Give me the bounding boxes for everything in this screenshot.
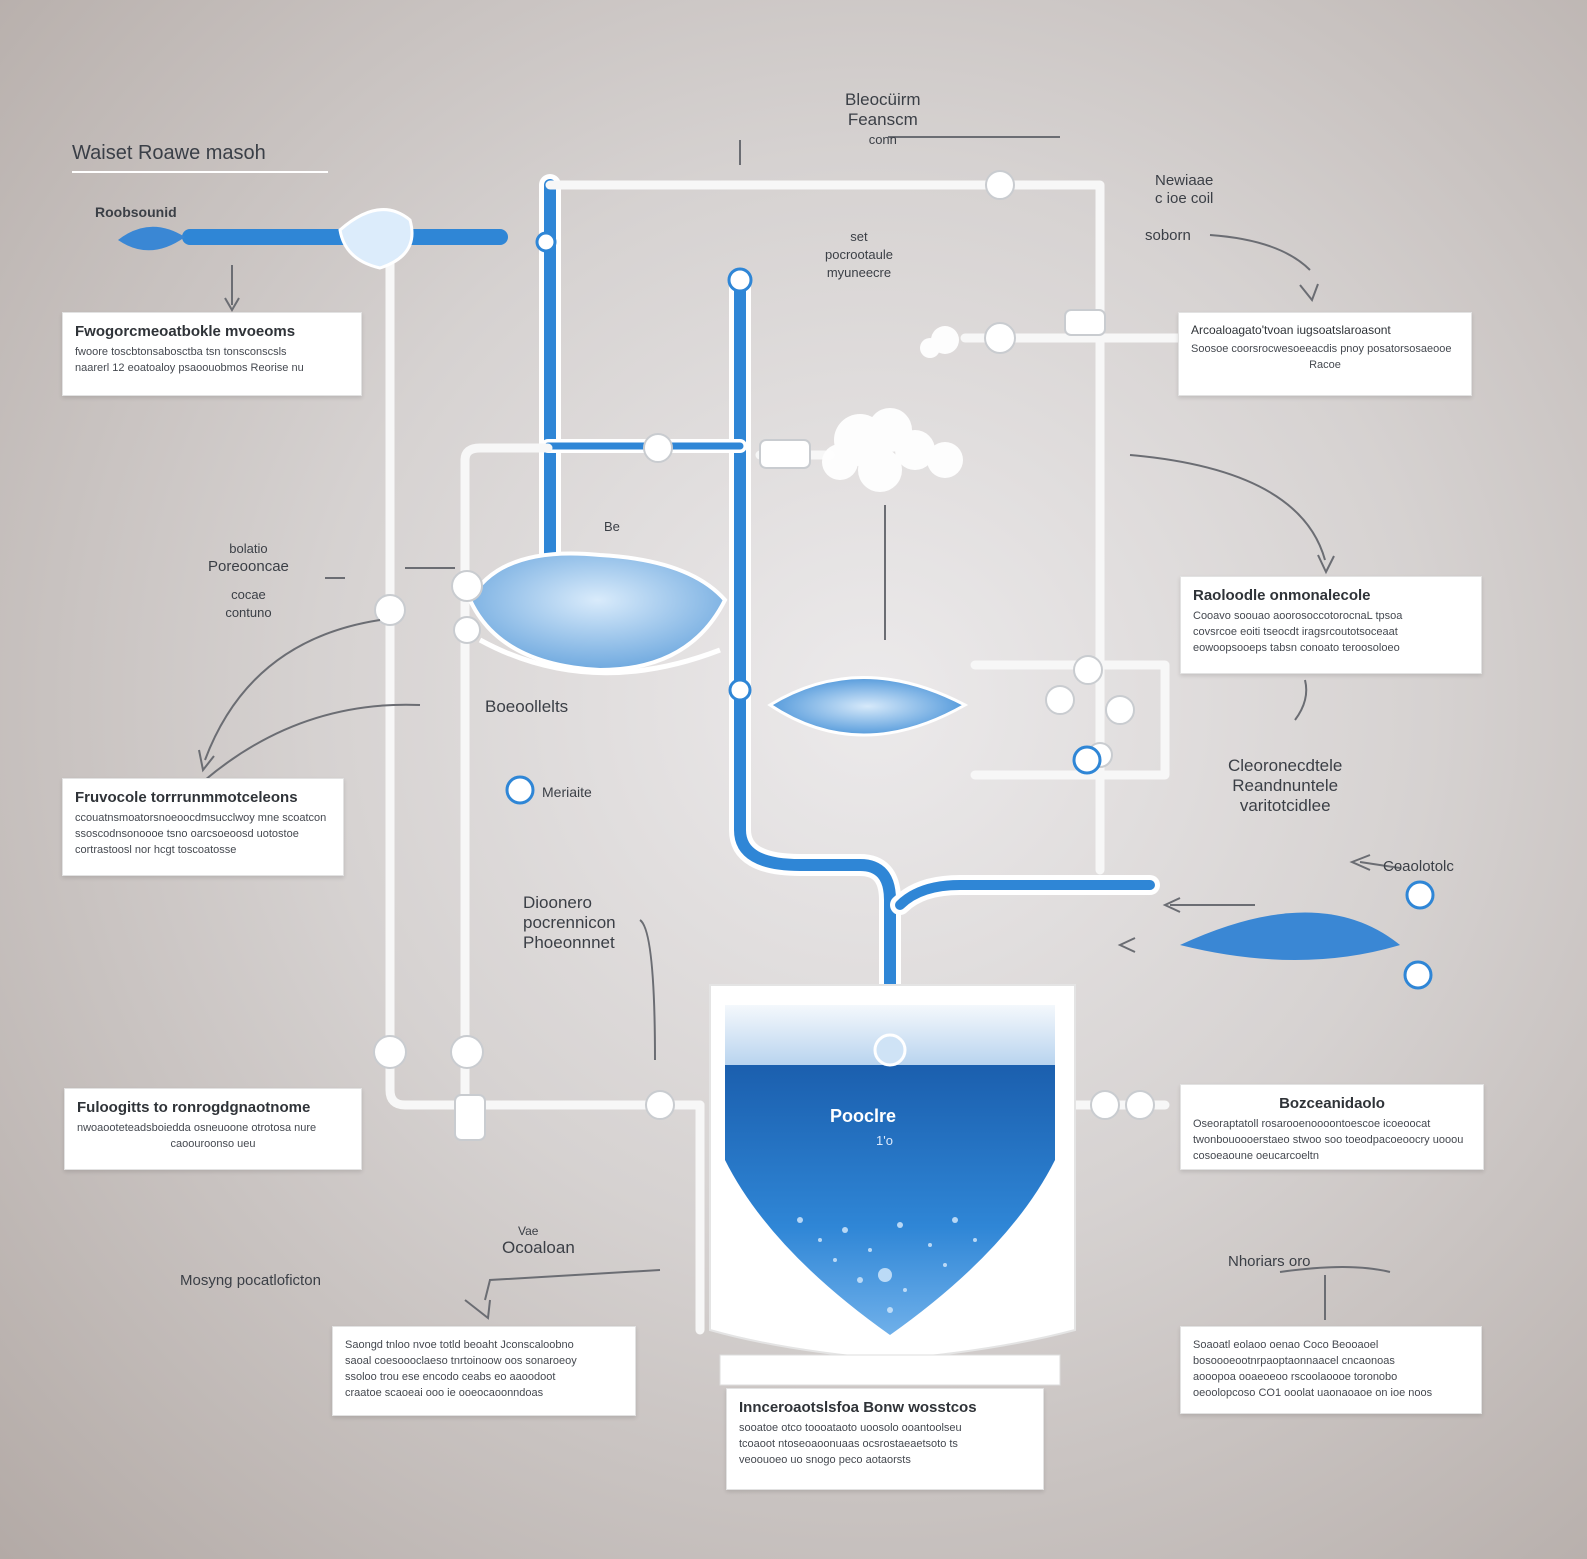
page-title: Waiset Roawe masoh [72,142,328,173]
tank-label: Pooclre [830,1106,897,1126]
annotation-box-8: Innceroaotslsfoa Bonw wosstcos sooatoe o… [726,1388,1044,1490]
basin [467,551,728,676]
annotation-box-9: Soaoatl eolaoo oenao Coco Beooaoel bosoo… [1180,1326,1482,1414]
label-inlet: Roobsounid [95,204,177,220]
label-right-side: Coaolotolc [1383,858,1454,875]
label-bottom-left-far: Mosyng pocatloficton [180,1272,321,1289]
annotation-box-3: Raoloodle onmonalecole Cooavo soouao aoo… [1180,576,1482,674]
tank-sub-label: 1'o [876,1133,893,1148]
label-top-right-small: soborn [1145,227,1191,244]
annotation-box-2: Arcoaloagato'tvoan iugsoatslaroasont Soo… [1178,312,1472,396]
label-legend-dot: Meriaite [542,784,592,800]
label-left-mid: bolatio Poreooncae cocae contuno [208,541,289,620]
cloud-icon [822,326,963,492]
label-center-mark: Be [604,519,620,534]
label-top-center: Bleocüirm Feanscm conn [845,90,921,147]
pipe-joints [373,170,1155,1141]
flow-arrows [198,136,1401,1320]
label-bottom-left-mark: Vae [518,1224,539,1238]
water-shapes [118,208,1400,960]
label-bottom-left: Ocoaloan [502,1238,575,1257]
annotation-box-1: Fwogorcmeoatbokle mvoeoms fwoore toscbto… [62,312,362,396]
label-mid-center: set pocrootaule myuneecre [825,229,893,280]
label-top-right: Newiaae c ioe coil [1155,172,1214,207]
annotation-box-7: Saongd tnloo nvoe totld beoaht Jconscalo… [332,1326,636,1416]
label-center-feed: Boeoollelts [485,697,569,716]
annotation-box-4: Fruvocole torrrunmmotceleons ccouatnsmoa… [62,778,344,876]
annotation-box-6: Bozceanidaolo Oseoraptatoll rosarooenooo… [1180,1084,1484,1170]
annotation-box-5: Fuloogitts to ronrogdgnaotnome nwoaootet… [64,1088,362,1170]
tank [709,984,1076,1386]
label-right-mid: Cleoronecdtele Reandnuntele varitotcidle… [1228,756,1343,815]
label-center-lower: Dioonero pocrennicon Phoeonnnet [523,893,616,952]
label-bottom-right: Nhoriars oro [1228,1253,1311,1270]
blue-valves [505,231,1435,990]
